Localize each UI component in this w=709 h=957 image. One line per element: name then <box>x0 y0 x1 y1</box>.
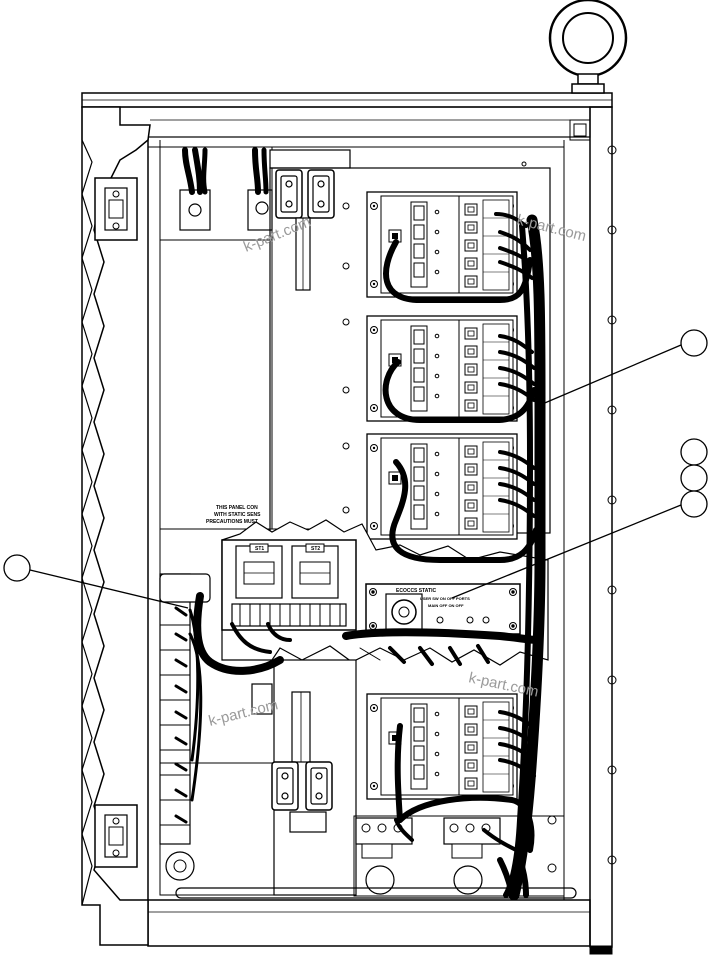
panel-notice-line-1: THIS PANEL CON <box>216 505 258 511</box>
top-disconnect-switch <box>269 149 351 291</box>
static-control-panel <box>365 583 521 635</box>
wire-harness <box>193 212 546 901</box>
callout-leader-2 <box>451 504 682 599</box>
hinge-bottom <box>94 804 138 868</box>
bottom-terminal-blocks <box>355 815 557 873</box>
switch-label-st1: ST1 <box>255 546 264 552</box>
breaker-module-4 <box>367 694 517 799</box>
bottom-disconnect-switch <box>271 691 333 833</box>
callout-leader-5 <box>29 569 189 609</box>
static-panel-title: ECOCCS STATIC <box>396 588 436 594</box>
cabinet-side-wall <box>81 106 151 946</box>
watermark-3: k-part.com <box>207 696 280 730</box>
callout-leader-1 <box>539 344 682 406</box>
static-switch-block <box>221 539 357 631</box>
hinge-top <box>94 177 138 241</box>
breaker-module-3 <box>367 434 517 539</box>
panel-notice-line-3: PRECAUTIONS MUST <box>206 519 258 525</box>
callout-bubble-1 <box>680 329 708 357</box>
upper-wire-bundles <box>182 147 269 195</box>
callout-bubble-4 <box>680 490 708 518</box>
static-panel-sub: USER SW ON OFF PORTS <box>420 596 470 601</box>
callout-bubble-3 <box>680 464 708 492</box>
left-terminal-wires <box>174 606 203 824</box>
switch-label-st2: ST2 <box>311 546 320 552</box>
panel-notice-line-2: WITH STATIC SENS <box>214 512 261 518</box>
callout-bubble-5 <box>3 554 31 582</box>
static-panel-sub2: MAIN OFF ON OFF <box>428 603 464 608</box>
rail-studs <box>607 145 617 865</box>
panel-notice: THIS PANEL CON WITH STATIC SENS PRECAUTI… <box>206 505 261 525</box>
callout-bubble-2 <box>680 438 708 466</box>
callouts <box>3 329 708 609</box>
upper-left-compartment <box>159 146 273 530</box>
lifting-eye <box>548 0 628 94</box>
